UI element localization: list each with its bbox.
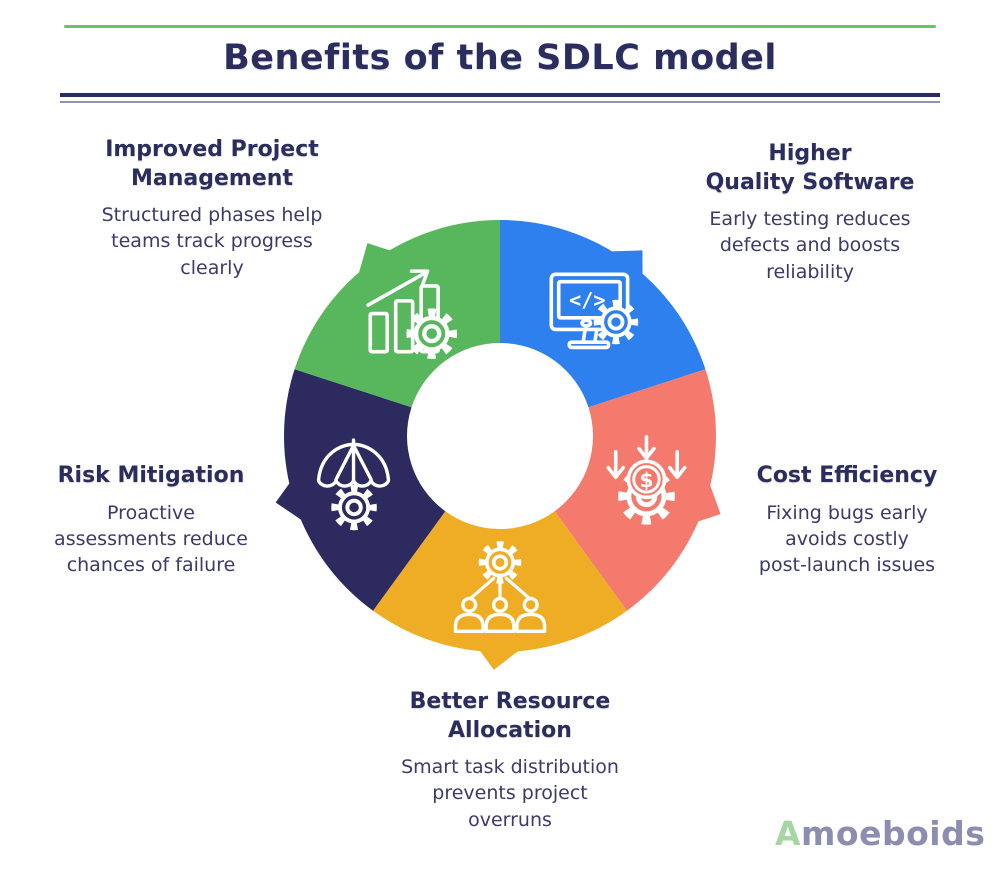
benefit-description-cost-efficiency: Fixing bugs early avoids costly post-lau… <box>758 501 936 577</box>
benefit-block-higher-quality-software: Higher Quality Software Early testing re… <box>652 140 968 285</box>
benefit-block-better-resource-allocation: Better Resource Allocation Smart task di… <box>352 688 668 833</box>
benefit-description-higher-quality-software: Early testing reduces defects and boosts… <box>709 208 911 283</box>
benefit-title-higher-quality-software: Higher Quality Software <box>705 141 915 195</box>
logo-letter-a: A <box>775 813 802 853</box>
benefit-block-cost-efficiency: Cost Efficiency Fixing bugs early avoids… <box>698 462 996 578</box>
benefit-description-better-resource-allocation: Smart task distribution prevents project… <box>401 756 619 831</box>
segment-risk-mitigation <box>283 369 446 611</box>
segment-pointer-better-resource-allocation <box>477 647 523 670</box>
benefit-description-improved-project-management: Structured phases help teams track progr… <box>101 204 323 279</box>
donut-layer <box>275 220 721 670</box>
benefit-title-cost-efficiency: Cost Efficiency <box>756 463 938 488</box>
top-accent-line <box>64 25 936 28</box>
title-rule-primary <box>60 93 940 97</box>
benefit-description-risk-mitigation: Proactive assessments reduce chances of … <box>54 501 248 577</box>
benefit-block-improved-project-management: Improved Project Management Structured p… <box>52 136 372 281</box>
benefit-title-improved-project-management: Improved Project Management <box>105 137 319 191</box>
benefit-title-risk-mitigation: Risk Mitigation <box>57 463 245 488</box>
logo-wordmark: moeboids <box>801 813 986 853</box>
title-rule-secondary <box>60 101 940 103</box>
page-title: Benefits of the SDLC model <box>223 38 777 78</box>
benefit-block-risk-mitigation: Risk Mitigation Proactive assessments re… <box>5 462 297 578</box>
benefit-title-better-resource-allocation: Better Resource Allocation <box>409 689 611 743</box>
